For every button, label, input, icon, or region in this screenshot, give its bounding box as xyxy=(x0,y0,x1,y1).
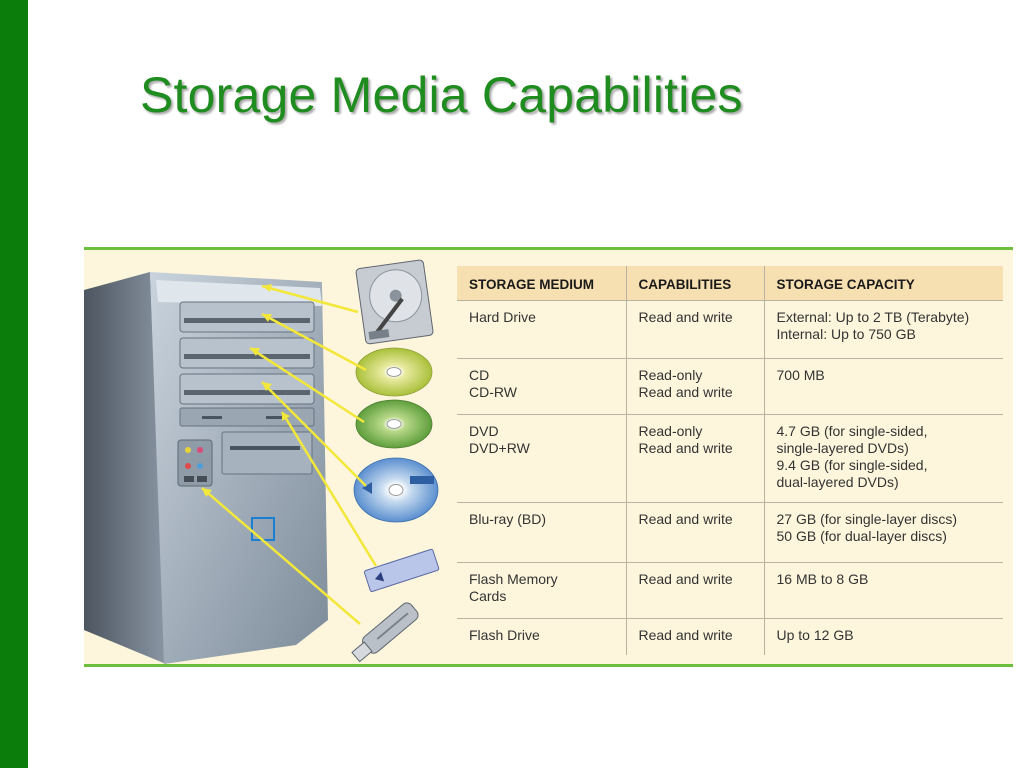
cell-text: Blu-ray (BD) xyxy=(469,511,547,527)
slide-title: Storage Media Capabilities xyxy=(140,67,743,123)
cell-text: Read and write xyxy=(638,511,733,527)
cell-medium: DVD DVD+RW xyxy=(457,414,627,503)
cell-text: 700 MB xyxy=(776,367,825,383)
cell-text: 16 MB to 8 GB xyxy=(776,571,869,587)
cell-text: CD CD-RW xyxy=(469,367,517,400)
cell-capabilities: Read-only Read and write xyxy=(626,414,765,503)
header-capabilities: CAPABILITIES xyxy=(626,266,765,301)
storage-media-figure: STORAGE MEDIUM CAPABILITIES STORAGE CAPA… xyxy=(84,247,1013,667)
cell-medium: Flash Memory Cards xyxy=(457,562,627,619)
cell-text: External: Up to 2 TB (Terabyte) Internal… xyxy=(776,309,970,342)
cell-text: Read-only Read and write xyxy=(638,367,733,400)
cell-medium: Blu-ray (BD) xyxy=(457,502,627,563)
cell-medium: Hard Drive xyxy=(457,300,627,359)
cell-text: 4.7 GB (for single-sided, single-layered… xyxy=(776,423,928,490)
cell-text: Hard Drive xyxy=(469,309,536,325)
cell-capabilities: Read and write xyxy=(626,562,765,619)
table-row: Blu-ray (BD) Read and write 27 GB (for s… xyxy=(457,502,1003,563)
cell-text: Up to 12 GB xyxy=(776,627,854,643)
left-accent-bar xyxy=(0,0,28,768)
cell-medium: CD CD-RW xyxy=(457,358,627,415)
cell-text: Read and write xyxy=(638,627,733,643)
table-row: Flash Drive Read and write Up to 12 GB xyxy=(457,618,1003,655)
cell-capacity: 27 GB (for single-layer discs) 50 GB (fo… xyxy=(764,502,1003,563)
table-row: CD CD-RW Read-only Read and write 700 MB xyxy=(457,358,1003,415)
usb-flash-drive-icon xyxy=(351,602,419,663)
pointer-arrowheads xyxy=(202,284,290,497)
cell-text: DVD DVD+RW xyxy=(469,423,530,456)
table-header-row: STORAGE MEDIUM CAPABILITIES STORAGE CAPA… xyxy=(457,266,1003,301)
flash-memory-card-icon xyxy=(363,548,440,592)
cell-capacity: External: Up to 2 TB (Terabyte) Internal… xyxy=(764,300,1003,359)
pointer-lines xyxy=(201,284,378,625)
cell-text: Read-only Read and write xyxy=(638,423,733,456)
table-row: DVD DVD+RW Read-only Read and write 4.7 … xyxy=(457,414,1003,503)
cell-text: Flash Memory Cards xyxy=(469,571,558,604)
cell-text: 27 GB (for single-layer discs) 50 GB (fo… xyxy=(776,511,958,544)
cell-capacity: 700 MB xyxy=(764,358,1003,415)
cell-capabilities: Read and write xyxy=(626,300,765,359)
table-row: Flash Memory Cards Read and write 16 MB … xyxy=(457,562,1003,619)
cell-text: Read and write xyxy=(638,571,733,587)
table-row: Hard Drive Read and write External: Up t… xyxy=(457,300,1003,359)
cell-capabilities: Read and write xyxy=(626,618,765,655)
cell-text: Read and write xyxy=(638,309,733,325)
storage-capabilities-table: STORAGE MEDIUM CAPABILITIES STORAGE CAPA… xyxy=(457,266,1003,655)
cell-text: Flash Drive xyxy=(469,627,540,643)
hard-drive-icon xyxy=(355,259,434,345)
dvd-disc-icon xyxy=(355,399,433,449)
cd-disc-icon xyxy=(355,347,433,397)
cell-capabilities: Read and write xyxy=(626,502,765,563)
header-storage-capacity: STORAGE CAPACITY xyxy=(764,266,1003,301)
cell-capabilities: Read-only Read and write xyxy=(626,358,765,415)
header-storage-medium: STORAGE MEDIUM xyxy=(457,266,627,301)
blu-ray-disc-icon xyxy=(353,457,439,523)
cell-capacity: Up to 12 GB xyxy=(764,618,1003,655)
cell-capacity: 4.7 GB (for single-sided, single-layered… xyxy=(764,414,1003,503)
cell-capacity: 16 MB to 8 GB xyxy=(764,562,1003,619)
cell-medium: Flash Drive xyxy=(457,618,627,655)
storage-illustration xyxy=(84,259,440,664)
